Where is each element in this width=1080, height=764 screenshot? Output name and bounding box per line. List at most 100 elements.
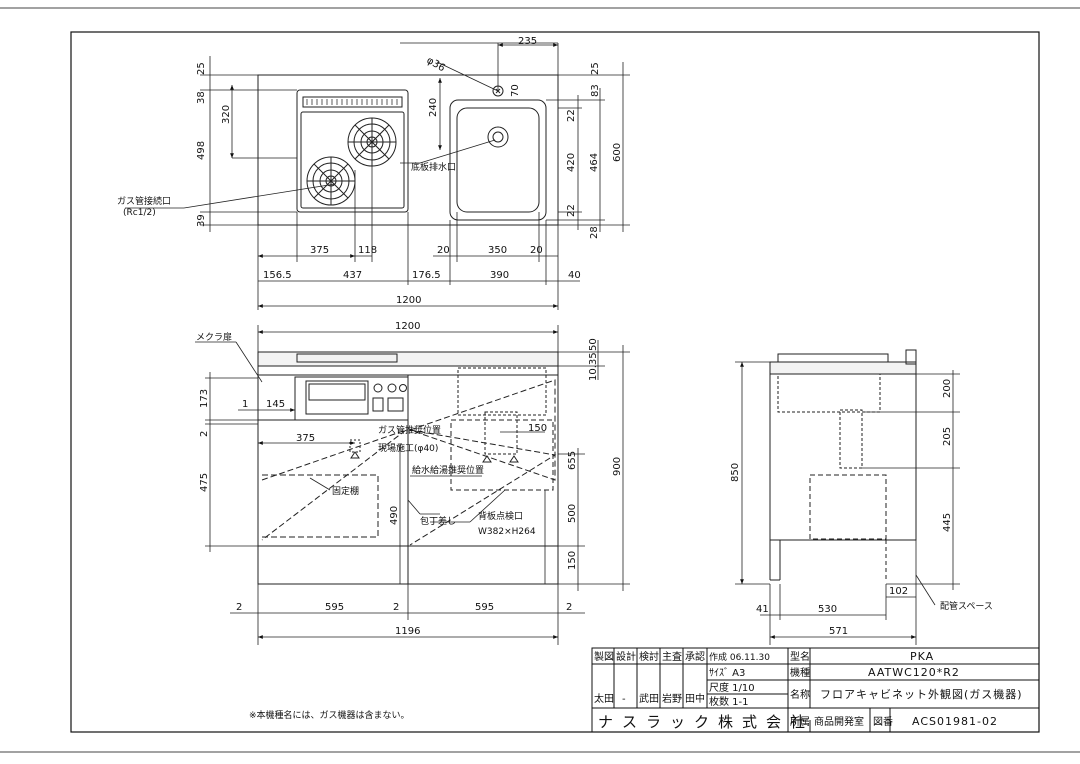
gas-pipe-mark xyxy=(350,451,360,459)
dim-83: 83 xyxy=(590,84,601,97)
dim-25-right: 25 xyxy=(590,62,601,75)
label-fixed-shelf: 固定棚 xyxy=(332,485,359,497)
dim-595-right: 595 xyxy=(475,602,494,613)
front-view xyxy=(257,351,559,585)
dim-850: 850 xyxy=(730,463,741,482)
tb-header-1: 設計 xyxy=(616,650,636,663)
tb-created: 作成 06.11.30 xyxy=(709,651,770,663)
dim-173: 173 xyxy=(199,389,210,408)
front-view-dims xyxy=(195,325,630,645)
dim-150-base: 150 xyxy=(567,551,578,570)
burner-back-icon xyxy=(347,117,397,167)
side-view-dims xyxy=(735,361,960,645)
label-drain: 底板排水口 xyxy=(411,161,456,173)
label-blind-door: メクラ扉 xyxy=(196,331,232,343)
sink-bowl-side xyxy=(777,373,881,413)
dim-50: 50 xyxy=(588,338,599,351)
dim-437: 437 xyxy=(343,270,362,281)
dim-25-left: 25 xyxy=(196,62,207,75)
dim-102: 102 xyxy=(889,586,908,597)
burner-side xyxy=(777,353,889,363)
tb-name-label: 名称 xyxy=(790,688,810,701)
burner-top-front xyxy=(296,353,398,363)
door-swing-left xyxy=(261,429,407,541)
tb-name-2: 武田 xyxy=(639,692,659,705)
sink-inner xyxy=(456,107,540,213)
dim-176-5: 176.5 xyxy=(412,270,441,281)
dim-320: 320 xyxy=(221,105,232,124)
dim-900: 900 xyxy=(612,457,623,476)
dim-2-a: 2 xyxy=(236,602,242,613)
tb-drawing-value: ACS01981-02 xyxy=(912,715,998,728)
dim-464: 464 xyxy=(589,153,600,172)
dim-2-left: 2 xyxy=(199,431,210,437)
dim-phi36: φ36 xyxy=(425,55,447,74)
dim-70: 70 xyxy=(510,84,521,97)
water-pipe-mark-1 xyxy=(482,455,492,463)
dim-375-front: 375 xyxy=(296,433,315,444)
dim-40: 40 xyxy=(568,270,581,281)
dim-1: 1 xyxy=(242,399,248,410)
dim-350: 350 xyxy=(488,245,507,256)
dim-595-left: 595 xyxy=(325,602,344,613)
dim-375-top: 375 xyxy=(310,245,329,256)
dim-200: 200 xyxy=(942,379,953,398)
tb-drawing-label: 図番 xyxy=(873,716,893,728)
gas-pipe-port xyxy=(349,439,361,453)
drain-trap-side xyxy=(839,409,863,469)
tb-model-value: PKA xyxy=(910,650,934,663)
dim-118: 118 xyxy=(358,245,377,256)
dim-390: 390 xyxy=(490,270,509,281)
stove-front-panel xyxy=(294,376,409,421)
label-knife-holder: 包丁差し xyxy=(420,515,456,527)
sink-drain-icon xyxy=(487,126,509,148)
burner-front-icon xyxy=(306,156,356,206)
door-swing-right xyxy=(409,379,556,481)
tb-model-label: 型名 xyxy=(790,650,810,663)
cabinet-side xyxy=(769,373,917,541)
stove-grill-slots xyxy=(306,99,398,105)
dim-20-left: 20 xyxy=(437,245,450,256)
dim-20-right: 20 xyxy=(530,245,543,256)
top-view-dims xyxy=(125,42,630,310)
label-back-inspection: 背板点検口 xyxy=(478,510,523,522)
tb-name-1: - xyxy=(622,694,626,705)
dim-150-inspection: 150 xyxy=(528,423,547,434)
label-gas-pipe-position: ガス管推奨位置 xyxy=(378,424,441,436)
dim-22-bottom: 22 xyxy=(566,204,577,217)
shelf-side xyxy=(809,474,887,540)
dim-235: 235 xyxy=(518,36,537,47)
stove-top-plate xyxy=(300,111,405,209)
dim-498: 498 xyxy=(196,141,207,160)
stove-knobs xyxy=(372,383,407,412)
backsplash-side xyxy=(905,349,917,365)
stove-outline xyxy=(296,89,409,213)
drawing-frame xyxy=(70,31,1040,733)
dim-240: 240 xyxy=(428,98,439,117)
dim-205: 205 xyxy=(942,427,953,446)
dim-1200-top: 1200 xyxy=(396,295,421,306)
label-water-position: 給水給湯推奨位置 xyxy=(412,464,484,476)
dim-420: 420 xyxy=(566,153,577,172)
tb-name-0: 太田 xyxy=(594,692,614,705)
dim-475: 475 xyxy=(199,473,210,492)
tb-sheets: 枚数 1-1 xyxy=(709,695,749,708)
tb-size: ｻｲｽﾞ A3 xyxy=(709,667,745,679)
tb-header-0: 製図 xyxy=(594,650,614,663)
tb-dept-value: 商品開発室 xyxy=(814,715,864,728)
drain-trap-front xyxy=(484,411,518,455)
label-gas-connection-size: (Rc1/2) xyxy=(123,208,156,218)
dim-2-b: 2 xyxy=(393,602,399,613)
sink-bowl-front xyxy=(457,367,547,416)
tb-header-3: 主査 xyxy=(662,650,682,663)
dim-445: 445 xyxy=(942,513,953,532)
tb-scale: 尺度 1/10 xyxy=(709,681,755,694)
dim-145: 145 xyxy=(266,399,285,410)
dim-530: 530 xyxy=(818,604,837,615)
label-field-work: 現場施工(φ40) xyxy=(378,442,438,454)
label-gas-connection: ガス管接続口 xyxy=(117,195,171,207)
dim-655: 655 xyxy=(567,451,578,470)
dim-1196: 1196 xyxy=(395,626,420,637)
dim-156-5: 156.5 xyxy=(263,270,292,281)
